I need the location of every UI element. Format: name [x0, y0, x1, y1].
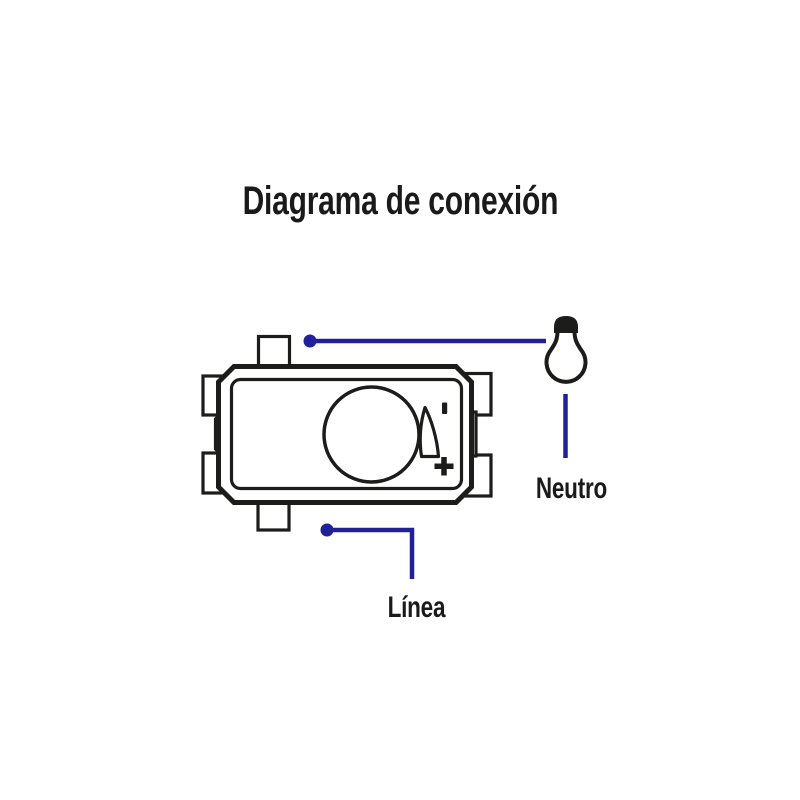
min-marking-icon [442, 402, 448, 414]
bulb-glass [544, 329, 588, 384]
wire-junction-dot [320, 523, 334, 537]
max-marking-icon [434, 457, 454, 476]
dimmer-body [216, 364, 474, 505]
neutral-label: Neutro [471, 474, 671, 504]
neutral-label-text: Neutro [535, 472, 607, 505]
dimmer-switch [201, 334, 493, 532]
intensity-wedge-icon [418, 405, 441, 459]
page-title: Diagrama de conexión [0, 181, 800, 221]
line-label: Línea [316, 593, 516, 623]
light-bulb-icon [544, 316, 588, 384]
dimmer-faceplate [229, 377, 464, 491]
line-wire [327, 527, 415, 579]
wiring [303, 334, 568, 579]
bulb-base [554, 316, 578, 333]
line-label-text: Línea [387, 591, 445, 624]
page-title-text: Diagrama de conexión [242, 179, 558, 223]
wire-junction-dot [303, 334, 317, 348]
